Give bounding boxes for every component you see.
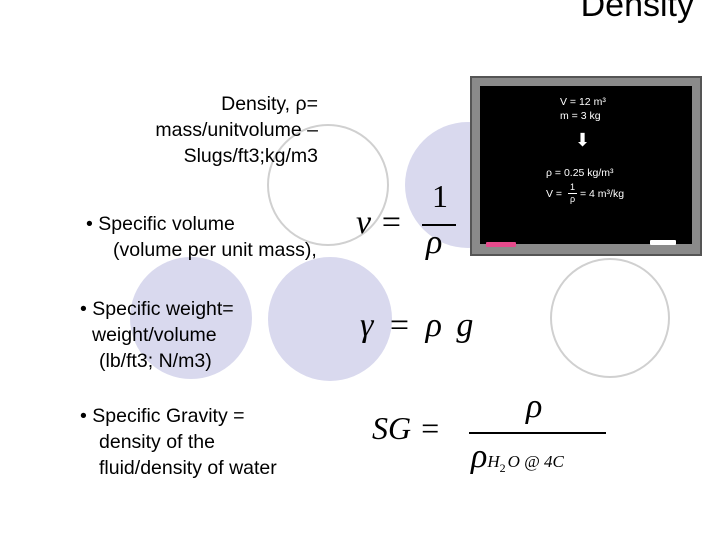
outline-circle-top-left (267, 124, 389, 246)
blackboard-density-line: ρ = 0.25 kg/m³ (546, 167, 614, 179)
subscript-h: H (487, 452, 500, 471)
specific-weight-line-2: weight/volume (92, 324, 217, 346)
subscript-2: 2 (499, 461, 506, 475)
slide-title: Density (580, 0, 694, 24)
pink-chalk (486, 242, 516, 247)
density-definition-line-1: Density, ρ= (221, 93, 318, 115)
blackboard-fraction-denominator: ρ (570, 194, 576, 204)
specific-gravity-line-1: • Specific Gravity = (80, 405, 245, 427)
gamma-symbol: γ (360, 307, 374, 344)
subscript-o-at-4c: O @ 4C (507, 452, 564, 471)
density-definition-line-2: mass/unitvolume – (155, 119, 318, 141)
specific-weight-line-3: (lb/ft3; N/m3) (99, 350, 212, 372)
filled-circle-middle-left (130, 257, 252, 379)
specific-volume-fraction-bar (422, 224, 456, 226)
specific-volume-denominator: ρ (426, 224, 443, 261)
specific-volume-line-1: • Specific volume (86, 213, 235, 235)
specific-volume-numerator: 1 (432, 178, 448, 214)
specific-volume-line-2: (volume per unit mass), (113, 239, 317, 261)
blackboard-specific-volume-lhs: V = (546, 188, 563, 200)
specific-weight-line-1: • Specific weight= (80, 298, 234, 320)
specific-gravity-line-2: density of the (99, 431, 215, 453)
blackboard-fraction-bar (568, 193, 577, 194)
specific-volume-equation: v = 1 ρ (356, 178, 466, 268)
blackboard-fraction-numerator: 1 (570, 182, 576, 192)
specific-gravity-fraction-bar (469, 432, 606, 434)
specific-weight-equals: = (389, 307, 410, 344)
filled-circle-middle-center (268, 257, 392, 381)
density-definition: Density, ρ= mass/unitvolume – Slugs/ft3;… (155, 91, 318, 169)
specific-weight-text: • Specific weight= weight/volume (lb/ft3… (80, 296, 234, 374)
specific-gravity-numerator: ρ (526, 388, 543, 425)
blackboard-specific-volume-rhs: = 4 m³/kg (580, 188, 625, 200)
specific-gravity-line-3: fluid/density of water (99, 457, 277, 479)
specific-weight-equation: γ = ρ g (360, 307, 473, 345)
outline-circle-right (550, 258, 670, 378)
specific-volume-text: • Specific volume (volume per unit mass)… (86, 211, 317, 263)
blackboard-surface: V = 12 m³ m = 3 kg ⬇ ρ = 0.25 kg/m³ V = … (480, 86, 692, 244)
rho-symbol: ρ (425, 307, 442, 344)
blackboard-illustration: V = 12 m³ m = 3 kg ⬇ ρ = 0.25 kg/m³ V = … (470, 76, 702, 256)
denominator-rho: ρ (471, 438, 488, 475)
density-definition-line-3: Slugs/ft3;kg/m3 (183, 145, 318, 167)
blackboard-mass-line: m = 3 kg (560, 110, 601, 122)
specific-gravity-text: • Specific Gravity = density of the flui… (80, 403, 277, 481)
specific-volume-lhs: v = (356, 204, 403, 241)
specific-gravity-lhs: SG = (372, 410, 441, 446)
down-arrow-icon: ⬇ (575, 130, 591, 150)
gravity-symbol: g (456, 307, 474, 344)
blackboard-volume-line: V = 12 m³ (560, 96, 606, 108)
white-chalk (650, 240, 676, 245)
